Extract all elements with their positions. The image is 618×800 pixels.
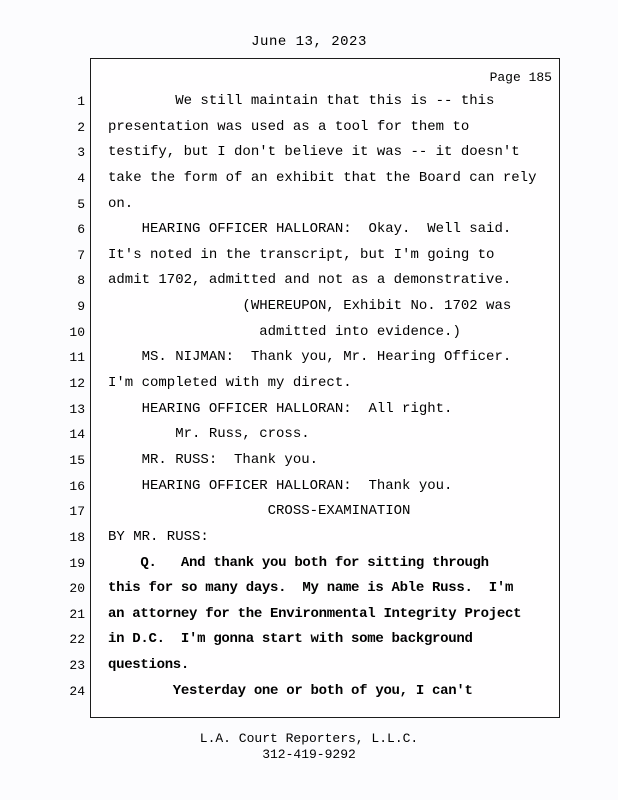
line-number: 16 xyxy=(69,478,85,494)
line-number: 14 xyxy=(69,427,85,443)
line-number: 15 xyxy=(69,452,85,468)
date-header: June 13, 2023 xyxy=(251,34,367,50)
line-number: 24 xyxy=(69,683,85,699)
transcript-sheet: Page 185 xyxy=(90,58,560,718)
line-number: 9 xyxy=(77,299,85,315)
line-text: It's noted in the transcript, but I'm go… xyxy=(108,246,495,263)
transcript-lines: 1 We still maintain that this is -- this… xyxy=(0,89,618,704)
transcript-line: 18 BY MR. RUSS: xyxy=(0,525,618,551)
line-text: admitted into evidence.) xyxy=(108,323,461,340)
line-number: 21 xyxy=(69,606,85,622)
reporter-company: L.A. Court Reporters, L.L.C. xyxy=(199,731,419,746)
line-number: 11 xyxy=(69,350,85,366)
line-number: 13 xyxy=(69,401,85,417)
line-text: MR. RUSS: Thank you. xyxy=(108,451,319,468)
transcript-line: 4 take the form of an exhibit that the Bo… xyxy=(0,166,618,192)
transcript-line: 17 CROSS-EXAMINATION xyxy=(0,499,618,525)
line-text: take the form of an exhibit that the Boa… xyxy=(108,169,537,186)
line-text: Mr. Russ, cross. xyxy=(108,426,310,443)
line-number: 17 xyxy=(69,504,85,520)
line-number: 7 xyxy=(77,247,85,263)
transcript-line: 21 an attorney for the Environmental Inte… xyxy=(0,602,618,628)
line-number: 3 xyxy=(77,145,85,161)
line-text: MS. NIJMAN: Thank you, Mr. Hearing Offic… xyxy=(108,349,512,366)
line-text: We still maintain that this is -- this xyxy=(108,93,495,109)
transcript-line: 12 I'm completed with my direct. xyxy=(0,371,618,397)
transcript-line: 2 presentation was used as a tool for the… xyxy=(0,115,618,141)
line-text: CROSS-EXAMINATION xyxy=(108,503,411,520)
line-text: HEARING OFFICER HALLORAN: All right. xyxy=(108,400,453,417)
line-text: Yesterday one or both of you, I can't xyxy=(108,682,473,699)
line-number: 18 xyxy=(69,529,85,545)
line-text: I'm completed with my direct. xyxy=(108,375,352,392)
line-number: 1 xyxy=(77,94,85,109)
line-number: 20 xyxy=(69,581,85,597)
line-text: in D.C. I'm gonna start with some backgr… xyxy=(108,631,473,648)
line-number: 8 xyxy=(77,273,85,289)
transcript-line: 15 MR. RUSS: Thank you. xyxy=(0,448,618,474)
transcript-line: 8 admit 1702, admitted and not as a demon… xyxy=(0,268,618,294)
transcript-line: 6 HEARING OFFICER HALLORAN: Okay. Well s… xyxy=(0,217,618,243)
transcript-line: 10 admitted into evidence.) xyxy=(0,320,618,346)
line-text: Q. And thank you both for sitting throug… xyxy=(108,554,489,571)
line-number: 22 xyxy=(69,632,85,648)
transcript-line: 9 (WHEREUPON, Exhibit No. 1702 was xyxy=(0,294,618,320)
transcript-line: 23 questions. xyxy=(0,653,618,679)
line-number: 12 xyxy=(69,376,85,392)
line-text: admit 1702, admitted and not as a demons… xyxy=(108,272,512,289)
line-number: 2 xyxy=(77,119,85,135)
line-text: this for so many days. My name is Able R… xyxy=(108,580,514,597)
line-number: 6 xyxy=(77,222,85,238)
transcript-line: 5 on. xyxy=(0,192,618,218)
reporter-phone: 312-419-9292 xyxy=(262,747,356,762)
line-text: HEARING OFFICER HALLORAN: Thank you. xyxy=(108,477,453,494)
transcript-line: 3 testify, but I don't believe it was -- … xyxy=(0,140,618,166)
transcript-line: 14 Mr. Russ, cross. xyxy=(0,422,618,448)
transcript-line: 20 this for so many days. My name is Able… xyxy=(0,576,618,602)
line-number: 23 xyxy=(69,658,85,674)
transcript-line: 22 in D.C. I'm gonna start with some back… xyxy=(0,627,618,653)
page-number-label: Page 185 xyxy=(489,70,552,85)
line-number: 5 xyxy=(77,196,85,212)
reporter-footer: L.A. Court Reporters, L.L.C. 312-419-929… xyxy=(0,731,618,763)
line-number: 10 xyxy=(69,324,85,340)
line-text: presentation was used as a tool for them… xyxy=(108,118,470,135)
transcript-line: 24 Yesterday one or both of you, I can't xyxy=(0,679,618,705)
line-text: BY MR. RUSS: xyxy=(108,528,209,545)
transcript-line: 1 We still maintain that this is -- this xyxy=(0,89,618,115)
transcript-line: 13 HEARING OFFICER HALLORAN: All right. xyxy=(0,397,618,423)
line-number: 4 xyxy=(77,170,85,186)
line-text: an attorney for the Environmental Integr… xyxy=(108,605,522,622)
line-text: HEARING OFFICER HALLORAN: Okay. Well sai… xyxy=(108,221,512,238)
transcript-line: 11 MS. NIJMAN: Thank you, Mr. Hearing Of… xyxy=(0,345,618,371)
line-text: testify, but I don't believe it was -- i… xyxy=(108,144,520,161)
line-text: (WHEREUPON, Exhibit No. 1702 was xyxy=(108,298,512,315)
transcript-line: 7 It's noted in the transcript, but I'm g… xyxy=(0,243,618,269)
line-text: questions. xyxy=(108,657,190,674)
line-number: 19 xyxy=(69,555,85,571)
line-text: on. xyxy=(108,195,134,212)
transcript-line: 19 Q. And thank you both for sitting thr… xyxy=(0,551,618,577)
transcript-line: 16 HEARING OFFICER HALLORAN: Thank you. xyxy=(0,474,618,500)
